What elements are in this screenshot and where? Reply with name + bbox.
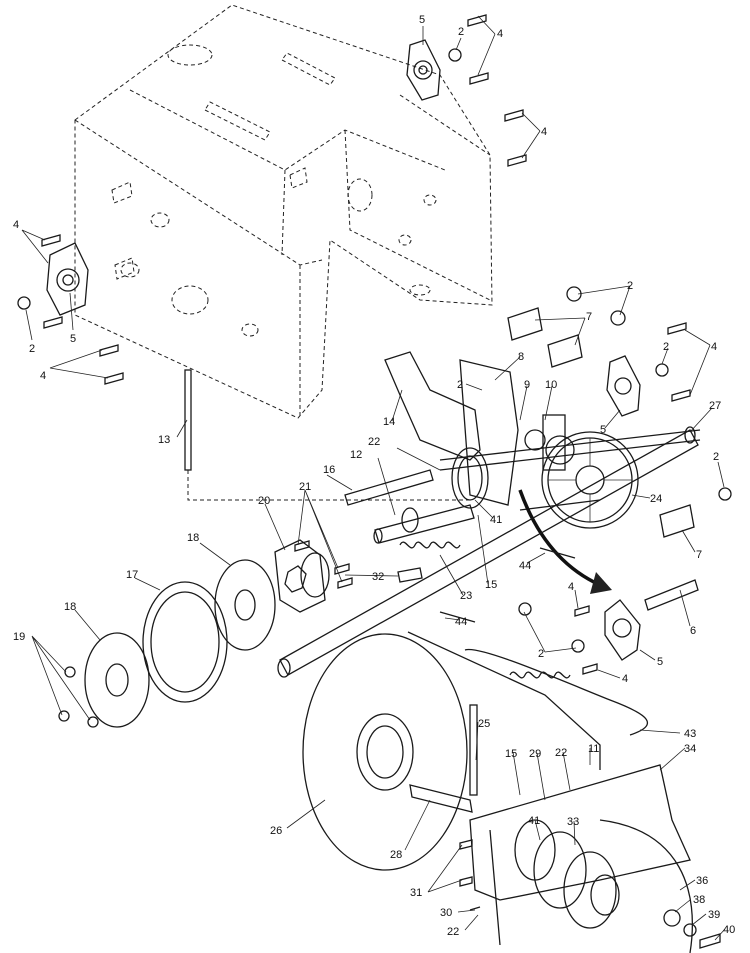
callout-12: 12 <box>350 449 362 461</box>
callout-44: 44 <box>519 560 531 572</box>
callout-26: 26 <box>270 825 282 837</box>
callout-44: 44 <box>455 616 467 628</box>
spring-23 <box>399 541 461 549</box>
top-bearing-flange <box>406 14 527 167</box>
callout-38: 38 <box>693 894 705 906</box>
callout-4: 4 <box>622 673 628 685</box>
callout-18: 18 <box>64 601 76 613</box>
callout-22: 22 <box>368 436 380 448</box>
callout-39: 39 <box>708 909 720 921</box>
callout-16: 16 <box>323 464 335 476</box>
callout-29: 29 <box>529 748 541 760</box>
callout-7: 7 <box>696 549 702 561</box>
callout-18: 18 <box>187 532 199 544</box>
callout-15: 15 <box>505 748 517 760</box>
callout-10: 10 <box>545 379 557 391</box>
callout-9: 9 <box>524 379 530 391</box>
callout-24: 24 <box>650 493 662 505</box>
callout-4: 4 <box>568 581 574 593</box>
hex-shaft-27 <box>277 429 699 678</box>
callout-17: 17 <box>126 569 138 581</box>
callout-5: 5 <box>419 14 425 26</box>
callout-40: 40 <box>723 924 735 936</box>
callout-30: 30 <box>440 907 452 919</box>
callout-25: 25 <box>478 718 490 730</box>
callout-4: 4 <box>497 28 503 40</box>
axle-6 <box>518 579 699 675</box>
shaft-12 <box>344 469 601 544</box>
pin-13 <box>184 369 470 501</box>
callout-2: 2 <box>627 280 633 292</box>
callout-19: 19 <box>13 631 25 643</box>
callout-13: 13 <box>158 434 170 446</box>
callout-5: 5 <box>70 333 76 345</box>
callout-5: 5 <box>657 656 663 668</box>
callout-6: 6 <box>690 625 696 637</box>
callout-2: 2 <box>538 648 544 660</box>
callout-4: 4 <box>40 370 46 382</box>
callout-21: 21 <box>299 481 311 493</box>
callout-4: 4 <box>711 341 717 353</box>
callout-2: 2 <box>29 343 35 355</box>
frame-housing <box>74 4 493 419</box>
control-rod <box>407 631 649 770</box>
callout-34: 34 <box>684 743 696 755</box>
callout-22: 22 <box>447 926 459 938</box>
callout-4: 4 <box>13 219 19 231</box>
callout-7: 7 <box>586 311 592 323</box>
callout-4: 4 <box>541 126 547 138</box>
gear-bracket-assembly <box>384 351 701 529</box>
callout-2: 2 <box>663 341 669 353</box>
callout-labels: 5 2 4 4 4 2 5 4 13 2 7 2 4 8 2 9 10 14 5… <box>13 14 735 938</box>
callout-33: 33 <box>567 816 579 828</box>
callout-22: 22 <box>555 747 567 759</box>
callout-32: 32 <box>372 571 384 583</box>
callout-2: 2 <box>457 379 463 391</box>
callout-14: 14 <box>383 416 395 428</box>
callout-41: 41 <box>490 514 502 526</box>
hub-assembly <box>274 539 353 613</box>
left-bearing-flange <box>17 234 124 385</box>
callout-28: 28 <box>390 849 402 861</box>
lower-bracket-assembly <box>459 764 721 953</box>
drive-disc-26 <box>302 633 478 871</box>
callout-2: 2 <box>458 26 464 38</box>
callout-20: 20 <box>258 495 270 507</box>
direction-arrow <box>518 489 612 594</box>
leader-lines <box>21 15 726 941</box>
right-upper-assembly <box>507 286 732 538</box>
callout-2: 2 <box>713 451 719 463</box>
callout-11: 11 <box>588 743 599 755</box>
friction-plates <box>58 559 276 728</box>
callout-41: 41 <box>528 815 540 827</box>
callout-31: 31 <box>410 887 422 899</box>
callout-5: 5 <box>600 424 606 436</box>
callout-27: 27 <box>709 400 721 412</box>
callout-23: 23 <box>460 590 472 602</box>
callout-8: 8 <box>518 351 524 363</box>
callout-43: 43 <box>684 728 696 740</box>
callout-36: 36 <box>696 875 708 887</box>
callout-15: 15 <box>485 579 497 591</box>
